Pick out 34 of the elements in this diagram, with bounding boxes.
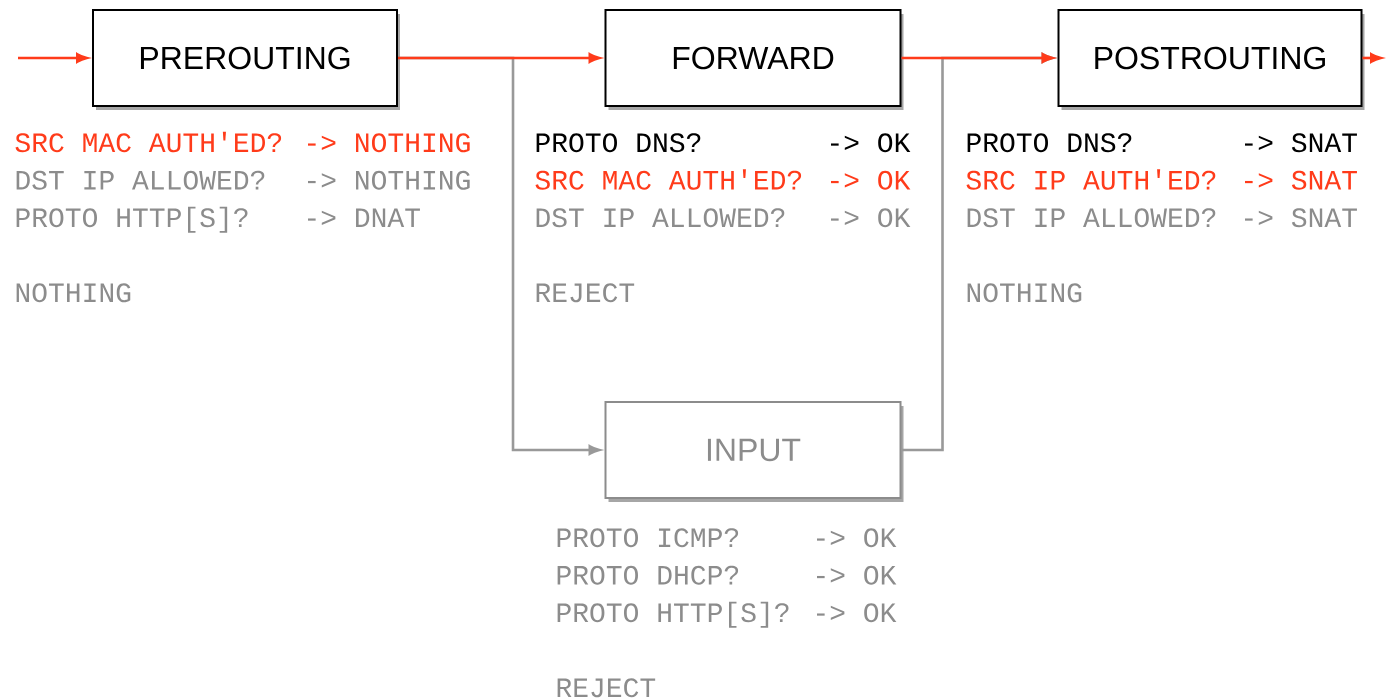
rule-condition: PROTO HTTP[S]? bbox=[16, 206, 248, 233]
rule-condition: SRC IP AUTH'ED? bbox=[966, 169, 1216, 190]
rule-action: -> OK bbox=[817, 603, 897, 623]
rule-action: -> OK bbox=[831, 133, 911, 153]
rule-action: -> SNAT bbox=[1245, 133, 1357, 153]
rule-condition: PROTO HTTP[S]? bbox=[557, 601, 789, 628]
rule-condition: SRC MAC AUTH'ED? bbox=[15, 131, 282, 153]
default-action: REJECT bbox=[557, 678, 656, 698]
rule-condition: PROTO DNS? bbox=[967, 133, 1132, 153]
rule-action: -> OK bbox=[817, 565, 897, 585]
rule-condition: PROTO DNS? bbox=[536, 133, 701, 153]
arrow bbox=[901, 52, 1054, 64]
default-action: NOTHING bbox=[16, 283, 131, 303]
rule-action: -> OK bbox=[831, 170, 911, 190]
arrow bbox=[398, 52, 601, 64]
chain-box: POSTROUTING bbox=[1057, 9, 1365, 110]
default-action: NOTHING bbox=[967, 283, 1082, 303]
rule-action: -> SNAT bbox=[1245, 208, 1357, 228]
chain-box: INPUT bbox=[604, 401, 904, 502]
rule-condition: SRC MAC AUTH'ED? bbox=[535, 169, 802, 190]
rule-action: -> OK bbox=[817, 528, 897, 548]
rule-condition: DST IP ALLOWED? bbox=[16, 170, 265, 190]
rule-condition: PROTO ICMP? bbox=[557, 528, 739, 548]
rule-action: -> SNAT bbox=[1245, 170, 1357, 190]
rule-action: -> OK bbox=[831, 208, 911, 228]
chain-box: FORWARD bbox=[604, 9, 904, 110]
default-action: REJECT bbox=[536, 283, 635, 303]
rule-condition: DST IP ALLOWED? bbox=[967, 208, 1216, 228]
rule-action: -> NOTHING bbox=[308, 170, 470, 190]
rule-condition: PROTO DHCP? bbox=[557, 565, 739, 585]
rule-condition: DST IP ALLOWED? bbox=[536, 208, 785, 228]
rule-action: -> DNAT bbox=[308, 208, 420, 227]
rule-action: -> NOTHING bbox=[308, 133, 470, 153]
chain-box: PREROUTING bbox=[92, 9, 400, 110]
